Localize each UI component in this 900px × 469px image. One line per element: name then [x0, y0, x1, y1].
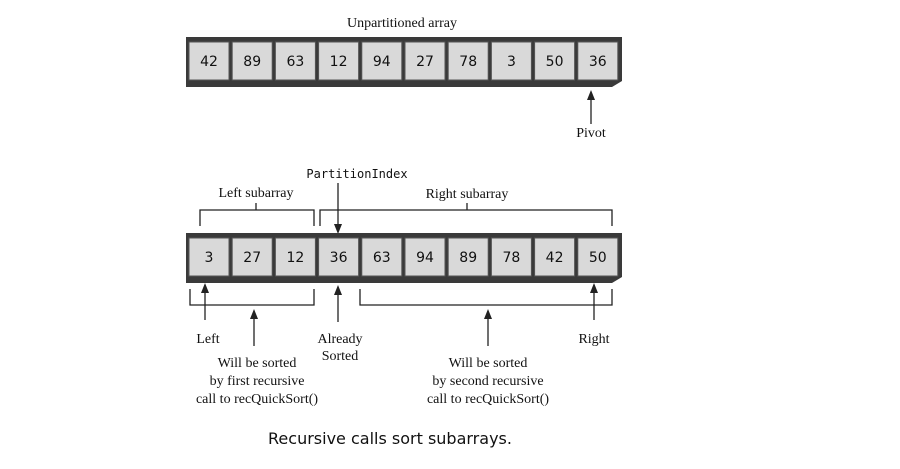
array-cell-value: 3 [507, 54, 516, 70]
array-cell [447, 237, 489, 277]
figure-caption: Recursive calls sort subarrays. [268, 429, 512, 448]
array-cell [577, 41, 619, 81]
array-cell-value: 63 [286, 54, 304, 70]
array-cell [318, 41, 360, 81]
partitioned-cells: 3 27 12 36 63 94 89 78 42 50 [188, 237, 619, 277]
second-call-note-line-2: by second recursive [432, 374, 543, 389]
array-cell [231, 41, 273, 81]
array-cell [274, 237, 316, 277]
array-cell [447, 41, 489, 81]
unpartitioned-array: 42 89 63 12 94 27 78 3 50 36 [186, 37, 622, 87]
array-cell-value: 94 [416, 250, 434, 266]
left-subarray-bracket [199, 203, 315, 226]
unpartitioned-array-title: Unpartitioned array [347, 16, 457, 31]
array-cell-value: 27 [243, 250, 261, 266]
array-cell-value: 63 [373, 250, 391, 266]
array-cell [188, 41, 230, 81]
array-cell [361, 41, 403, 81]
array-cell-value: 78 [459, 54, 477, 70]
array-cell-value: 42 [200, 54, 218, 70]
array-cell [318, 237, 360, 277]
array-cell [404, 41, 446, 81]
array-cell-value: 27 [416, 54, 434, 70]
already-sorted-line-2: Sorted [322, 349, 359, 364]
array-cell-value: 3 [205, 250, 214, 266]
pivot-label: Pivot [576, 126, 606, 141]
first-call-note-line-3: call to recQuickSort() [196, 392, 318, 407]
array-cell-value: 36 [589, 54, 607, 70]
array-cell [361, 237, 403, 277]
array-cell [534, 237, 576, 277]
partition-index-label: PartitionIndex [306, 167, 407, 181]
unpartitioned-cells: 42 89 63 12 94 27 78 3 50 36 [188, 41, 619, 81]
array-cell [490, 41, 532, 81]
array-cell-value: 36 [330, 250, 348, 266]
right-subarray-label: Right subarray [426, 187, 509, 202]
right-label: Right [578, 332, 609, 347]
array-cell-value: 89 [243, 54, 261, 70]
second-call-note-line-1: Will be sorted [449, 356, 528, 371]
partitioned-array: 3 27 12 36 63 94 89 78 42 50 [186, 233, 622, 283]
already-sorted-line-1: Already [317, 332, 362, 347]
array-cell-value: 42 [546, 250, 564, 266]
array-cell-value: 89 [459, 250, 477, 266]
first-call-bracket [189, 289, 315, 306]
array-cell [188, 237, 230, 277]
array-cell-value: 12 [286, 250, 304, 266]
left-label: Left [196, 332, 219, 347]
right-subarray-bracket [319, 203, 613, 226]
left-subarray-label: Left subarray [218, 186, 293, 201]
second-call-note-line-3: call to recQuickSort() [427, 392, 549, 407]
array-cell [534, 41, 576, 81]
array-cell [577, 237, 619, 277]
array-cell-value: 50 [546, 54, 564, 70]
array-cell [231, 237, 273, 277]
array-cell [274, 41, 316, 81]
array-cell [404, 237, 446, 277]
first-call-note-line-1: Will be sorted [218, 356, 297, 371]
first-call-note-line-2: by first recursive [210, 374, 305, 389]
array-cell-value: 12 [330, 54, 348, 70]
array-cell-value: 50 [589, 250, 607, 266]
array-cell [490, 237, 532, 277]
array-cell-value: 78 [502, 250, 520, 266]
array-cell-value: 94 [373, 54, 391, 70]
second-call-bracket [359, 289, 613, 306]
